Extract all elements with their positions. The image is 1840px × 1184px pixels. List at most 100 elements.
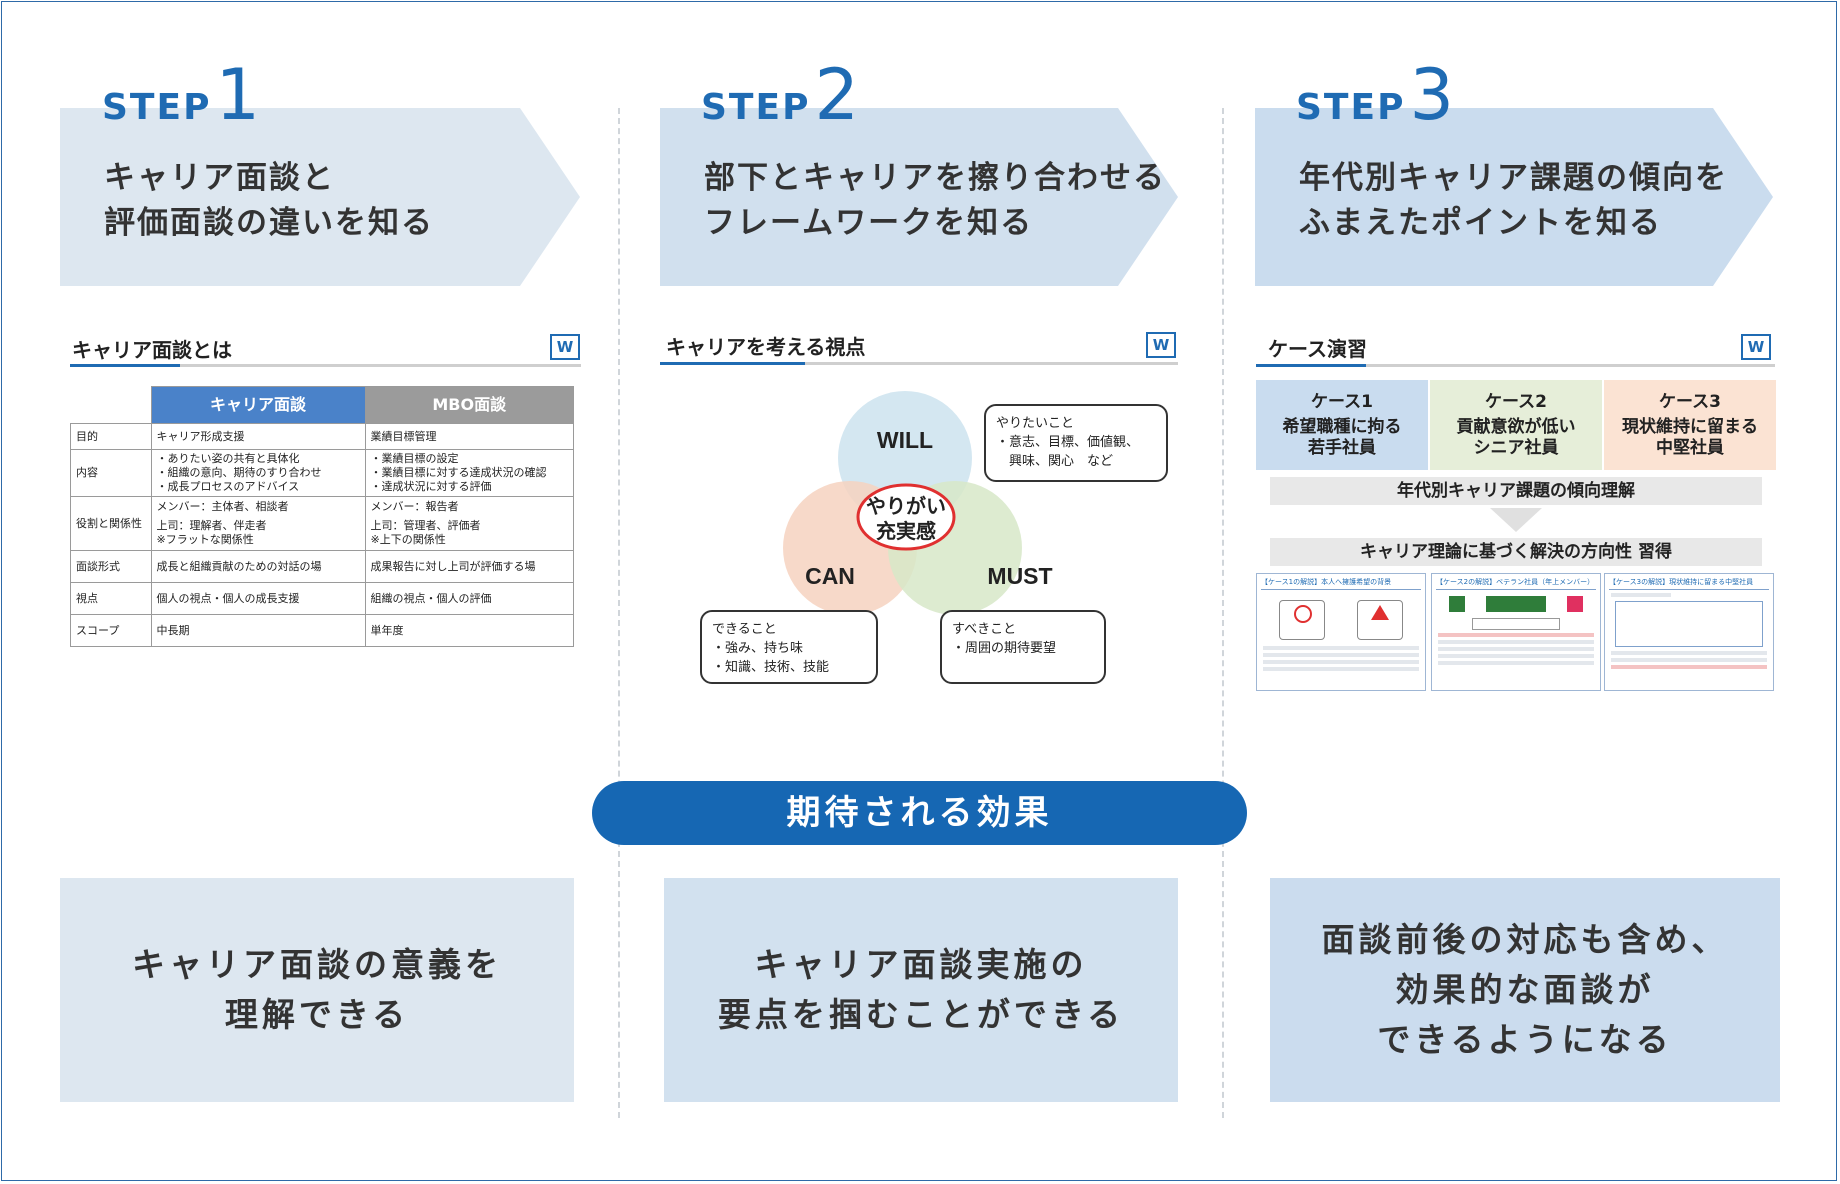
case-text: 若手社員 [1308,438,1376,458]
center-label-line2: 充実感 [876,519,936,543]
step2-heading: 部下とキャリアを擦り合わせる フレームワークを知る [704,156,1166,246]
step2-heading-line1: 部下とキャリアを擦り合わせる [704,160,1166,196]
row-label: 目的 [70,423,152,450]
row-label: スコープ [70,614,152,647]
must-label: MUST [987,563,1052,589]
case-text: シニア社員 [1473,438,1559,458]
bubble-text: ・強み、持ち味 [712,641,804,656]
cell-text: 単年度 [370,623,404,637]
table-row: 目的 キャリア形成支援 業績目標管理 [70,423,574,450]
bubble-title: すべきこと [952,622,1017,637]
table-row: 面談形式 成長と組織貢献のための対話の場 成果報告に対し上司が評価する場 [70,550,574,583]
triangle-icon [1357,600,1403,640]
cell-text: 成長と組織貢献のための対話の場 [156,559,322,573]
company-logo-icon: W [1741,334,1771,360]
step2-label: STEP2 [701,54,859,136]
bubble-text: ・知識、技術、技能 [712,660,830,675]
case2-slide-thumbnail: 【ケース2の解説】ベテラン社員（年上メンバー） [1431,573,1601,691]
step-word: STEP [1296,87,1406,128]
row-label: 役割と関係性 [70,496,152,551]
bubble-title: できること [712,622,777,637]
step1-heading-line2: 評価面談の違いを知る [104,205,434,241]
column-divider [618,108,620,1118]
cell-career: メンバー：主体者、相談者 上司：理解者、伴走者 ※フラットな関係性 [150,496,366,551]
center-label-line1: やりがい [866,494,946,518]
step1-label: STEP1 [102,54,260,136]
table-row: 内容 ・ありたい姿の共有と具体化 ・組織の意向、期待のすり合わせ ・成長プロセス… [70,449,574,497]
will-can-must-venn-diagram: WILL CAN MUST やりがい 充実感 [783,391,1053,615]
case2-card: ケース2 貢献意欲が低い シニア社員 [1430,380,1602,470]
company-logo-icon: W [550,334,580,360]
cell-career: 成長と組織貢献のための対話の場 [150,550,366,583]
cell-text: キャリア形成支援 [156,429,245,443]
step1-heading: キャリア面談と 評価面談の違いを知る [104,156,434,246]
table-header-row: キャリア面談 MBO面談 [70,386,574,424]
thumbnail-header: 【ケース2の解説】ベテラン社員（年上メンバー） [1436,577,1596,590]
cell-text: 業績目標管理 [370,429,437,443]
case-text: 貢献意欲が低い [1456,417,1576,437]
can-label: CAN [805,563,855,589]
effect-card-1: キャリア面談の意義を 理解できる [60,878,574,1102]
case-text: 現状維持に留まる [1622,417,1758,437]
effect-card-2: キャリア面談実施の 要点を掴むことができる [664,878,1178,1102]
cell-text: ※フラットな関係性 [156,533,254,546]
cell-text: 成果報告に対し上司が評価する場 [370,559,536,573]
cell-text: 組織の視点・個人の評価 [370,591,492,605]
case1-slide-thumbnail: 【ケース1の解説】本人へ擁護希望の背景 [1256,573,1426,691]
case-name: ケース1 [1311,392,1373,412]
effect-text: できるようになる [1377,1020,1673,1059]
cell-text: ※上下の関係性 [370,533,446,546]
center-highlight [856,483,956,551]
step3-heading: 年代別キャリア課題の傾向を ふまえたポイントを知る [1299,156,1728,246]
table-row: スコープ 中長期 単年度 [70,614,574,647]
will-label: WILL [877,427,933,453]
row-label: 面談形式 [70,550,152,583]
table-corner [70,386,152,424]
step3-label: STEP3 [1296,54,1454,136]
effect-text: 効果的な面談が [1395,970,1655,1009]
cell-text: ・ありたい姿の共有と具体化 [156,452,300,465]
header-mbo: MBO面談 [364,386,574,424]
effect-text: キャリア面談の意義を [132,945,502,984]
cell-text: 上司：理解者、伴走者 [156,519,267,532]
company-logo-icon: W [1146,332,1176,358]
cell-text: 個人の視点・個人の成長支援 [156,591,300,605]
step-number: 2 [814,54,860,136]
trend-band: 年代別キャリア課題の傾向理解 [1270,477,1762,505]
step-number: 1 [215,54,261,136]
cell-text: ・組織の意向、期待のすり合わせ [156,466,322,479]
cell-text: ・業績目標に対する達成状況の確認 [370,466,547,479]
case1-card: ケース1 希望職種に拘る 若手社員 [1256,380,1428,470]
effect-text: 要点を掴むことができる [717,995,1125,1034]
solution-band: キャリア理論に基づく解決の方向性 習得 [1270,538,1762,566]
row-label: 内容 [70,449,152,497]
slide3-title: ケース演習 [1268,337,1367,361]
step3-arrow: 年代別キャリア課題の傾向を ふまえたポイントを知る [1255,108,1773,286]
cell-text: メンバー：報告者 [370,500,459,513]
step3-heading-line1: 年代別キャリア課題の傾向を [1299,160,1728,196]
case-text: 中堅社員 [1656,438,1724,458]
cell-text: ・業績目標の設定 [370,452,459,465]
thumbnail-header: 【ケース3の解説】現状維持に留まる中堅社員 [1609,577,1769,590]
slide3-underline [1256,364,1775,367]
cell-text: ・成長プロセスのアドバイス [156,480,300,493]
cell-career: 中長期 [150,614,366,647]
comparison-table: キャリア面談 MBO面談 目的 キャリア形成支援 業績目標管理 内容 ・ありたい… [70,386,574,647]
table-row: 視点 個人の視点・個人の成長支援 組織の視点・個人の評価 [70,582,574,615]
will-bubble: やりたいこと ・意志、目標、価値観、 興味、関心 など [984,404,1168,482]
header-career: キャリア面談 [150,386,366,424]
cell-mbo: 組織の視点・個人の評価 [364,582,574,615]
step1-arrow: キャリア面談と 評価面談の違いを知る [60,108,580,286]
cell-mbo: メンバー：報告者 上司：管理者、評価者 ※上下の関係性 [364,496,574,551]
effect-text: キャリア面談実施の [754,945,1088,984]
slide1-title: キャリア面談とは [72,338,232,362]
bubble-text: ・意志、目標、価値観、 [996,435,1140,450]
case-name: ケース3 [1659,392,1721,412]
bubble-title: やりたいこと [996,416,1075,431]
expected-effects-pill: 期待される効果 [592,781,1247,845]
cell-mbo: ・業績目標の設定 ・業績目標に対する達成状況の確認 ・達成状況に対する評価 [364,449,574,497]
cell-career: キャリア形成支援 [150,423,366,450]
target-icon [1279,600,1325,640]
step-number: 3 [1409,54,1455,136]
case3-card: ケース3 現状維持に留まる 中堅社員 [1604,380,1776,470]
